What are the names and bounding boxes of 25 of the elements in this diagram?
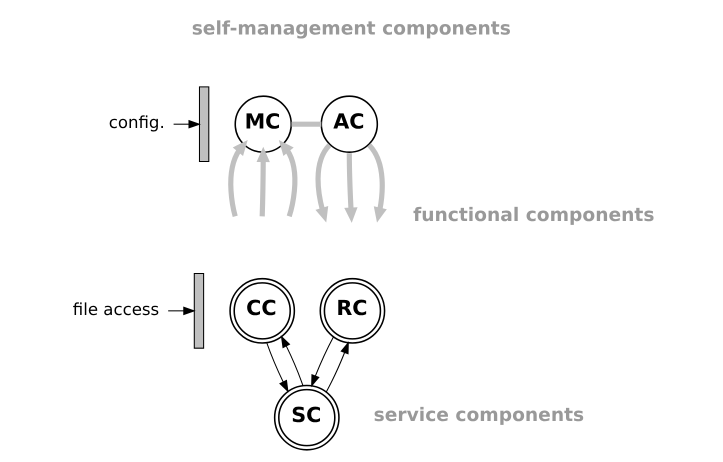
connector — [291, 122, 322, 127]
label: functional components — [413, 205, 654, 226]
arrow — [168, 306, 196, 316]
node-circle: CC — [229, 278, 296, 344]
arrow — [280, 335, 304, 386]
node-bar — [198, 86, 210, 162]
arrow — [266, 342, 289, 393]
node-circle: AC — [320, 95, 378, 153]
arrow — [311, 336, 334, 388]
arrow — [228, 140, 248, 217]
node-bar — [194, 273, 204, 349]
arrow — [344, 153, 358, 223]
arrow — [326, 341, 349, 392]
node-circle: SC — [274, 384, 340, 451]
node-circle: RC — [320, 278, 386, 344]
arrow — [256, 146, 270, 216]
arrow — [367, 143, 387, 223]
node-circle: MC — [234, 95, 292, 153]
arrow — [174, 120, 201, 129]
label: service components — [374, 405, 584, 426]
node-text: file access — [72, 300, 160, 319]
label: self-management components — [192, 18, 511, 40]
arrow — [315, 143, 332, 223]
arrow — [278, 140, 298, 218]
node-text: config. — [108, 113, 165, 132]
